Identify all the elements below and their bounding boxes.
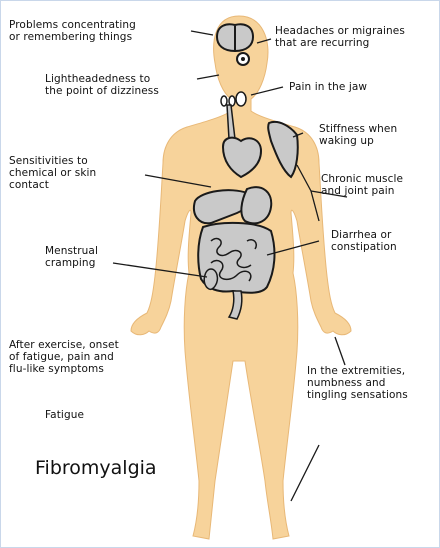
- stomach-icon: [241, 187, 271, 223]
- label-sensitivities: Sensitivities to chemical or skin contac…: [9, 155, 96, 191]
- pituitary-dot: [241, 57, 245, 61]
- label-menstrual: Menstrual cramping: [45, 245, 98, 269]
- leader-lightheaded: [197, 75, 219, 79]
- leader-problems: [191, 31, 213, 35]
- label-chronic-pain: Chronic muscle and joint pain: [321, 173, 403, 197]
- label-problems-concentrating: Problems concentrating or remembering th…: [9, 19, 136, 43]
- label-headaches: Headaches or migraines that are recurrin…: [275, 25, 405, 49]
- gland-left-icon: [221, 96, 227, 106]
- label-diarrhea: Diarrhea or constipation: [331, 229, 397, 253]
- label-jaw-pain: Pain in the jaw: [289, 81, 367, 93]
- label-after-exercise: After exercise, onset of fatigue, pain a…: [9, 339, 119, 375]
- leader-extremities-1: [335, 337, 345, 365]
- diagram-title: Fibromyalgia: [35, 457, 157, 479]
- label-extremities: In the extremities, numbness and tinglin…: [307, 365, 408, 401]
- label-fatigue: Fatigue: [45, 409, 84, 421]
- leader-extremities-2: [291, 445, 319, 501]
- label-lightheadedness: Lightheadedness to the point of dizzines…: [45, 73, 159, 97]
- uterus-icon: [204, 269, 217, 289]
- label-stiffness: Stiffness when waking up: [319, 123, 397, 147]
- jaw-gland-icon: [236, 92, 246, 106]
